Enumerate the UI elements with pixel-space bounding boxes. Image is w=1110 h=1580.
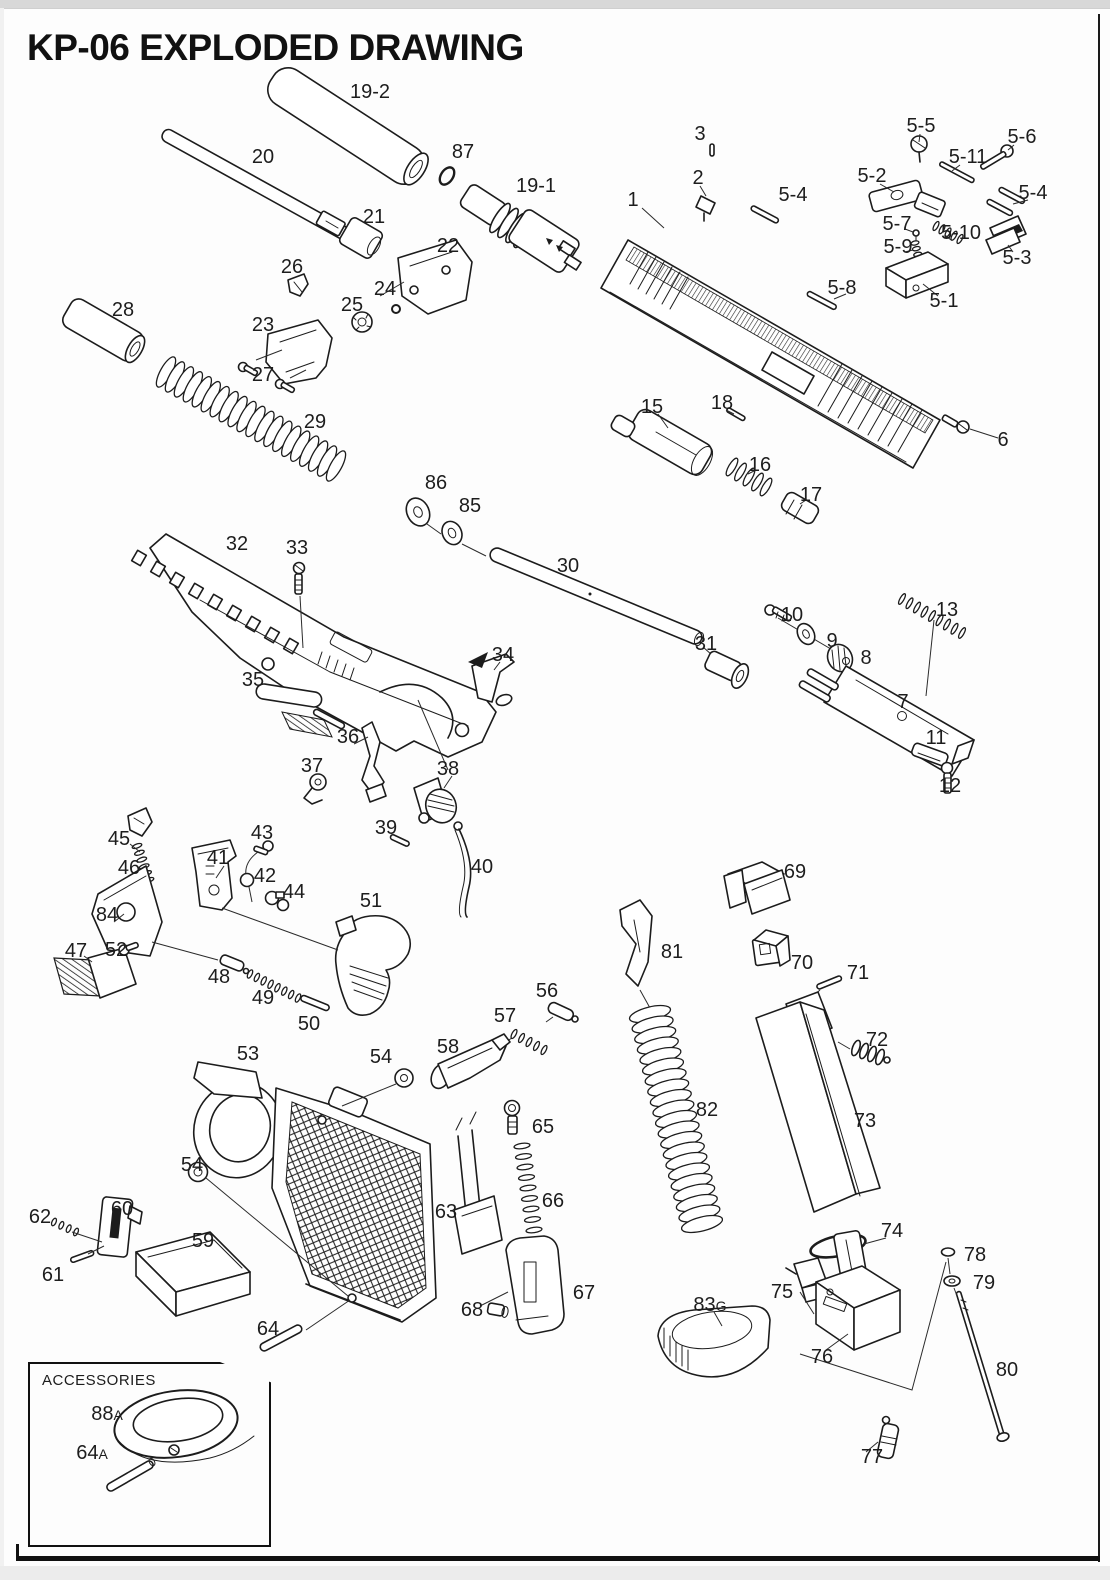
nozzle-parts-drawing bbox=[610, 407, 820, 525]
page-left-strip bbox=[0, 8, 4, 1580]
safety-plunger-parts-drawing bbox=[430, 1001, 579, 1090]
valve-parts-drawing bbox=[657, 1230, 1010, 1460]
magazine-parts-drawing bbox=[619, 861, 891, 1259]
guide-rod-parts-drawing bbox=[405, 497, 750, 689]
page-bottom-edge bbox=[0, 1566, 1110, 1580]
mag-catch-parts-drawing bbox=[50, 1196, 251, 1317]
hammer-spring-parts-drawing bbox=[479, 1099, 565, 1335]
blowback-parts-drawing bbox=[764, 593, 975, 794]
rear-sight-parts-drawing bbox=[750, 133, 1029, 311]
frame-parts-drawing bbox=[130, 533, 515, 918]
page-bottom-rule bbox=[16, 1556, 1100, 1561]
grip-frame-drawing bbox=[187, 1061, 503, 1352]
page-top-strip bbox=[0, 0, 1110, 9]
chamber-parts-drawing bbox=[237, 239, 473, 394]
accessories-title: ACCESSORIES bbox=[42, 1372, 156, 1389]
barrel-parts-drawing bbox=[61, 67, 582, 482]
accessories-parts-drawing bbox=[106, 1389, 255, 1492]
page-title: KP-06 EXPLODED DRAWING bbox=[27, 27, 524, 68]
sear-parts-drawing bbox=[53, 807, 412, 1016]
slide-drawing bbox=[600, 143, 999, 469]
page-bottom-tick bbox=[16, 1544, 19, 1561]
accessories-box: ACCESSORIES bbox=[28, 1362, 271, 1547]
page-right-rule bbox=[1098, 14, 1100, 1562]
